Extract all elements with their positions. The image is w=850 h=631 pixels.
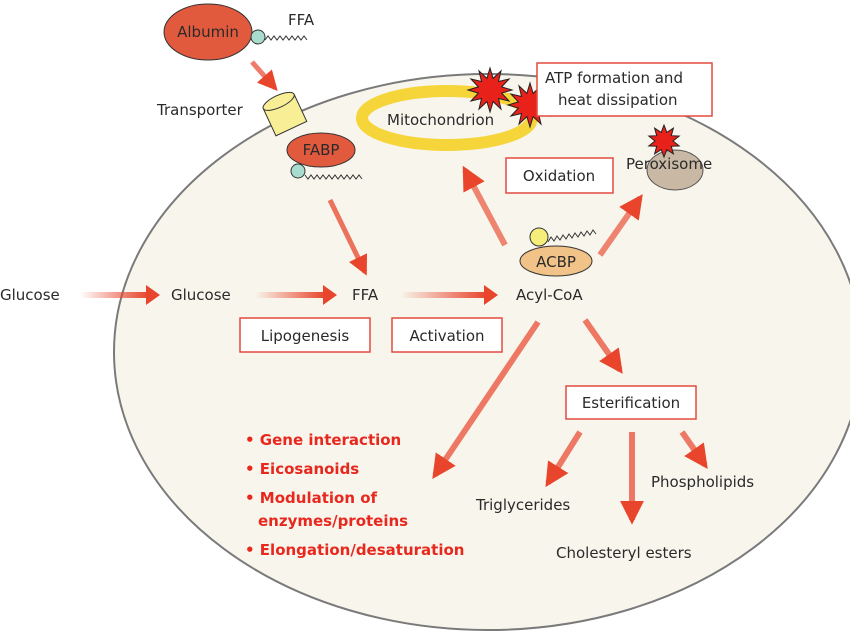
ffa-tail-icon (304, 174, 363, 180)
peroxisome-label: Peroxisome (626, 155, 712, 173)
arrow-to-peroxisome (597, 194, 643, 257)
arrow-to-mitochondrion (462, 165, 508, 247)
glucose-inside-label: Glucose (171, 286, 231, 304)
acbp-shape (519, 245, 593, 277)
acyl-head-icon (529, 227, 549, 247)
atp-label-line1: ATP formation and (545, 69, 683, 87)
fabp-label: FABP (303, 141, 340, 159)
albumin-label: Albumin (177, 23, 239, 41)
glucose-outside-label: Glucose (0, 286, 60, 304)
arrow-to-phospholipids (679, 430, 708, 469)
function-item: • Modulation of (245, 489, 378, 507)
arrow-activation-head (484, 285, 498, 305)
arrow-activation-shaft (400, 292, 486, 298)
arrow-to-functions (432, 320, 541, 479)
function-item-continued: enzymes/proteins (258, 512, 408, 530)
atp-box (536, 62, 713, 117)
burst-icon (647, 123, 681, 159)
function-item: • Gene interaction (245, 431, 401, 449)
activation-box (391, 317, 503, 353)
acbp-label: ACBP (536, 253, 576, 271)
ffa-top-label: FFA (288, 11, 315, 29)
ffa-head-icon (290, 163, 306, 179)
oxidation-box (505, 157, 614, 194)
arrow-lipogenesis-shaft (255, 292, 325, 298)
phospholipids-label: Phospholipids (651, 473, 754, 491)
activation-label: Activation (409, 327, 484, 345)
lipogenesis-label: Lipogenesis (261, 327, 350, 345)
peroxisome-shape (646, 149, 704, 191)
oxidation-label: Oxidation (523, 167, 595, 185)
ffa-tail-icon (264, 35, 308, 41)
albumin-shape (163, 3, 253, 61)
lipogenesis-box (239, 317, 371, 353)
esterification-label: Esterification (582, 394, 680, 412)
arrow-to-esterification (582, 318, 623, 374)
triglycerides-label: Triglycerides (475, 496, 570, 514)
ffa-head-icon (250, 29, 266, 45)
function-item: • Elongation/desaturation (245, 541, 464, 559)
cholesteryl-esters-label: Cholesteryl esters (556, 544, 692, 562)
burst-icon (466, 66, 514, 114)
atp-label-line2: heat dissipation (558, 91, 678, 109)
arrow-lipogenesis-head (323, 285, 337, 305)
transporter-icon (262, 91, 308, 137)
fabp-shape (286, 132, 356, 168)
mitochondrion-label: Mitochondrion (387, 111, 494, 129)
arrow-glucose-in-head (146, 285, 160, 305)
ffa-label: FFA (352, 286, 379, 304)
acyl-tail-icon (547, 229, 597, 243)
transporter-label: Transporter (156, 101, 244, 119)
arrow-albumin-transporter (250, 60, 278, 91)
arrow-to-triglycerides (545, 430, 583, 488)
arrow-glucose-in-shaft (80, 292, 148, 298)
esterification-box (565, 385, 697, 420)
arrow-fabp-ffa (327, 198, 368, 276)
acyl-coa-label: Acyl-CoA (516, 286, 583, 304)
function-item: • Eicosanoids (245, 460, 359, 478)
